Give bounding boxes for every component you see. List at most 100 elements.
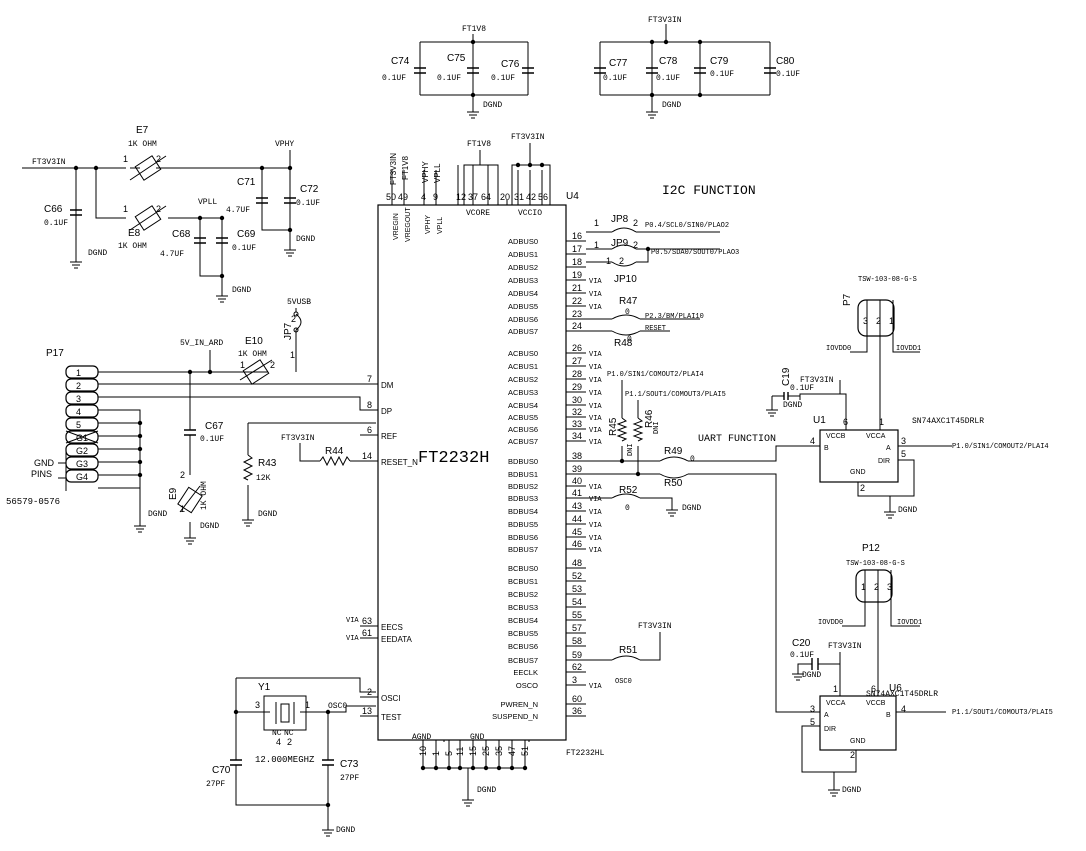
e7-pin1: 1: [123, 154, 128, 164]
p7-pin2: 2: [876, 316, 881, 326]
via-label: VIA: [589, 547, 602, 555]
net-ft3v3in-left: FT3V3IN: [32, 158, 66, 167]
via-label: VIA: [589, 278, 602, 286]
net-dgnd-3: DGND: [88, 249, 107, 258]
connector-pin: [65, 365, 99, 379]
r52: R52 0 DGND: [586, 485, 701, 517]
r50-ref: R50: [664, 478, 683, 489]
ic-pin-name-pwren_n: PWREN_N: [500, 700, 538, 709]
connector-pin-label: G2: [76, 446, 88, 456]
net-sin1-r45: P1.0/SIN1/COMOUT2/PLAI4: [607, 371, 704, 379]
ic-pin-name-vregout: VREGOUT: [405, 207, 412, 242]
u1-pin5: 5: [901, 449, 906, 459]
p7-pin1: 1: [889, 316, 894, 326]
ic-pin-number: 34: [572, 431, 582, 441]
u6-pin6: 6: [871, 684, 876, 694]
via-label: VIA: [589, 683, 602, 691]
net-dgnd-e9: DGND: [200, 522, 219, 531]
ic-pin-number: 29: [572, 382, 582, 392]
r52-value: 0: [625, 504, 630, 513]
via-label: VIA: [589, 364, 602, 372]
e9-pin1: 1: [180, 504, 185, 514]
c78-value: 0.1UF: [656, 74, 680, 83]
u1-pin1: 1: [879, 417, 884, 427]
ic-pin-name-adbus5: ADBUS5: [508, 302, 538, 311]
ic-pin-name-dp: DP: [381, 407, 392, 416]
u6-vccb: VCCB: [866, 700, 886, 707]
level-shifter-u6: U6 SN74AXC1T45DRLR VCCA VCCB A B DIR GND…: [790, 638, 1053, 797]
ic-pin-number: 39: [572, 464, 582, 474]
c75-value: 0.1UF: [437, 74, 461, 83]
e9-ref: E9: [168, 487, 179, 500]
i2c-jumpers: JP8 JP9 JP10 1 2 1 2 1 2 P0.4/SCL0/SIN0/…: [586, 214, 739, 285]
connector-pin-label: G4: [76, 472, 88, 482]
connector-pin: [65, 469, 99, 483]
ic-pin-number: 19: [572, 270, 582, 280]
net-dgnd-y1: DGND: [336, 826, 355, 835]
ic-top-net-ft3v3in: FT3V3IN: [389, 153, 398, 185]
ic-gnd-label: GND: [470, 733, 485, 742]
via-label: VIA: [589, 509, 602, 517]
ic-pin-name-bdbus2: BDBUS2: [508, 482, 538, 491]
junction-dot: [457, 765, 463, 771]
net-ft3v3in-u6: FT3V3IN: [828, 642, 862, 651]
ic-pin-number: 14: [362, 451, 372, 461]
ic-bottom-pin-number: 51: [520, 746, 530, 756]
net-osc0: OSC0: [328, 702, 347, 711]
u6-pin5: 5: [810, 717, 815, 727]
via-label: VIA: [589, 304, 602, 312]
ic-bottom-pin-number: 11: [455, 747, 465, 756]
ic-pin-number: 16: [572, 231, 582, 241]
connector-pin-label: 5: [76, 420, 81, 430]
net-5vusb: 5VUSB: [287, 298, 311, 307]
ic-pin-name-bdbus0: BDBUS0: [508, 457, 538, 466]
ic-pin-name-suspend_n: SUSPEND_N: [492, 712, 538, 721]
net-dgnd-u1: DGND: [898, 506, 917, 515]
net-iovdd1-p12: IOVDD1: [897, 619, 922, 627]
ft2232h-ic: U4 FT2232H FT2232HL I2C FUNCTION UART FU…: [346, 133, 776, 807]
u6-pin3: 3: [810, 704, 815, 714]
u1-vccb: VCCB: [826, 433, 846, 440]
p12-pin1: 1: [861, 582, 866, 592]
p12-part: TSW-103-08-G-S: [846, 560, 905, 568]
ic-pin-name-bcbus5: BCBUS5: [508, 629, 538, 638]
ic-right-pins: ADBUS016ADBUS117ADBUS218ADBUS319VIAADBUS…: [492, 231, 602, 721]
ic-pin-name-bcbus0: BCBUS0: [508, 564, 538, 573]
ref-reset-resistors: R43 12K DGND FT3V3IN R44 1K: [242, 422, 376, 527]
ic-pin-name-adbus4: ADBUS4: [508, 289, 538, 298]
ic-pin-number: 36: [572, 706, 582, 716]
u6-pin4: 4: [901, 704, 906, 714]
ic-pin-number: 21: [572, 283, 582, 293]
ft3v3in-decoupling: FT3V3IN C77 0.1UF C78 0.1UF C79 0.1UF C8…: [594, 16, 800, 119]
c20-ref: C20: [792, 638, 811, 649]
ic-bottom-pin-number: 25: [481, 746, 491, 756]
c68-ref: C68: [172, 229, 191, 240]
ic-top-net-ft1v8: FT1V8: [401, 155, 410, 180]
ic-bottom-pin-number: 5: [444, 751, 454, 756]
ic-pin-number: 61: [362, 628, 372, 638]
ic-pin-number: 60: [572, 694, 582, 704]
r47-value: 0: [625, 308, 630, 317]
net-sin1-u1: P1.0/SIN1/COMOUT2/PLAI4: [952, 443, 1049, 451]
y1-nc-1: NC: [272, 729, 282, 738]
p12-ref: P12: [862, 543, 880, 554]
u1-pin3: 3: [901, 436, 906, 446]
ic-pin-name-acbus0: ACBUS0: [508, 349, 538, 358]
net-sout1-u6: P1.1/SOUT1/COMOUT3/PLAI5: [952, 709, 1053, 717]
ic-pin-name-adbus6: ADBUS6: [508, 315, 538, 324]
net-dgnd-r43: DGND: [258, 510, 277, 519]
r51: FT3V3IN R51 0 OSC0: [586, 622, 672, 686]
c71-value: 4.7UF: [226, 206, 250, 215]
ic-top-net-vpll: VPLL: [433, 163, 442, 183]
gnd-pins-label-1: GND: [34, 458, 55, 468]
r49-value: 0: [690, 455, 695, 464]
jp10-ref: JP10: [614, 274, 637, 285]
connector-pin: [65, 443, 99, 457]
uart-resistors: P1.0/SIN1/COMOUT2/PLAI4 P1.1/SOUT1/COMOU…: [586, 371, 820, 713]
r52-ref: R52: [619, 485, 638, 496]
ic-pin-20: 20: [500, 192, 510, 202]
junction-dot: [470, 765, 476, 771]
ic-pin-name-vphy: VPHY: [425, 215, 432, 234]
ic-pin-56: 56: [538, 192, 548, 202]
